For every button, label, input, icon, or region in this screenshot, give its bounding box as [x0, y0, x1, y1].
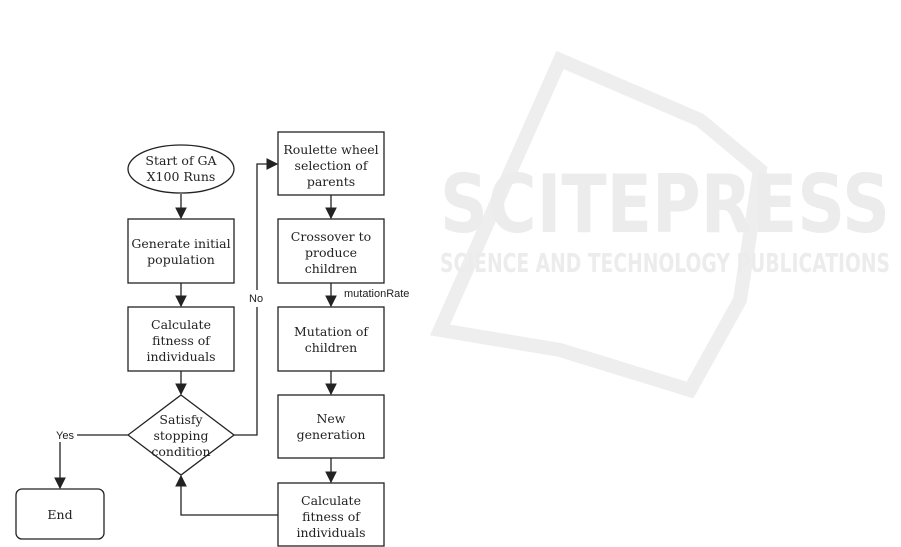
edges: Yes No mutationRate: [54, 158, 409, 516]
edge-label-no: No: [249, 293, 263, 305]
node-generate-line: Generate initial: [131, 236, 230, 251]
node-fitness-2-line: Calculate: [301, 493, 361, 508]
watermark-brand: SCITEPRESS: [440, 158, 890, 251]
node-fitness-2-line: individuals: [296, 525, 365, 540]
edge-no-roulette: [256, 158, 279, 290]
node-end: End: [15, 488, 105, 540]
node-roulette-line: selection of: [295, 158, 369, 173]
node-decision-line: condition: [151, 444, 210, 459]
node-new-generation-line: generation: [297, 427, 366, 442]
node-start-line: Start of GA: [145, 153, 217, 168]
node-generate: Generate initial population: [127, 218, 235, 284]
node-fitness-1: Calculate fitness of individuals: [127, 306, 235, 372]
edge-fitness-decision-loop: [175, 474, 278, 516]
node-generate-line: population: [147, 252, 215, 267]
node-roulette-line: Roulette wheel: [283, 142, 378, 157]
node-end-line: End: [47, 507, 72, 522]
node-crossover-line: children: [305, 261, 357, 276]
node-decision: Satisfy stopping condition: [126, 394, 236, 476]
edge-label-mutation-rate: mutationRate: [344, 288, 409, 300]
node-crossover-line: Crossover to: [291, 229, 371, 244]
node-decision-line: stopping: [153, 428, 208, 443]
node-fitness-2-line: fitness of: [302, 509, 361, 524]
watermark: SCITEPRESS SCIENCE AND TECHNOLOGY PUBLIC…: [429, 50, 890, 399]
node-start-line: X100 Runs: [147, 169, 216, 184]
edge-label-yes: Yes: [56, 430, 74, 442]
watermark-tagline: SCIENCE AND TECHNOLOGY PUBLICATIONS: [440, 249, 890, 279]
node-fitness-1-line: individuals: [146, 349, 215, 364]
node-decision-line: Satisfy: [159, 412, 203, 427]
node-crossover: Crossover to produce children: [277, 218, 385, 284]
node-roulette: Roulette wheel selection of parents: [277, 131, 385, 196]
watermark-logo-shape: [429, 50, 768, 399]
node-new-generation: New generation: [277, 394, 385, 459]
node-roulette-line: parents: [307, 174, 355, 189]
node-fitness-2: Calculate fitness of individuals: [277, 482, 385, 547]
node-new-generation-line: New: [316, 411, 345, 426]
node-mutation-line: children: [305, 340, 357, 355]
node-fitness-1-line: fitness of: [152, 333, 211, 348]
node-crossover-line: produce: [305, 245, 357, 260]
node-start: Start of GA X100 Runs: [127, 144, 235, 194]
node-mutation: Mutation of children: [277, 306, 385, 372]
edge-no-1: [234, 307, 258, 436]
node-fitness-1-line: Calculate: [151, 317, 211, 332]
node-mutation-line: Mutation of: [294, 324, 369, 339]
